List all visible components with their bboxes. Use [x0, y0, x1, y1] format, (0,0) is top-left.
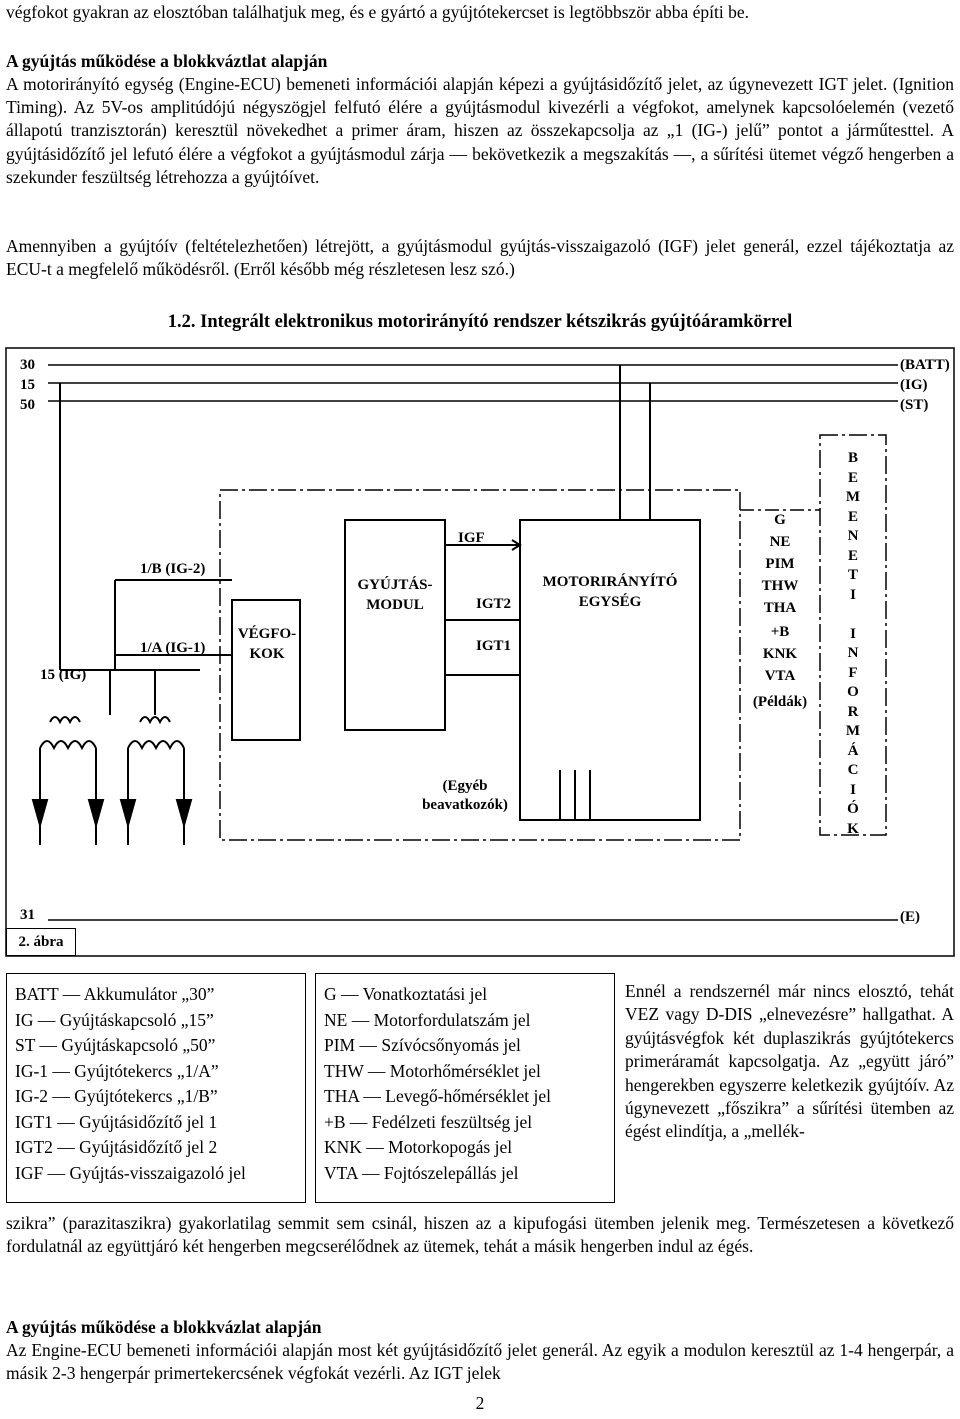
bemeneti-letter-5: E — [847, 547, 858, 564]
egyeb-label-2: beavatkozók) — [422, 797, 508, 813]
signal-7: VTA — [764, 668, 796, 684]
side-text: Ennél a rendszernél már nincs elosztó, t… — [625, 981, 954, 1142]
bemeneti-letter-9: I — [850, 625, 856, 642]
igf-label: IGF — [458, 530, 485, 546]
igt2-label: IGT2 — [476, 596, 512, 612]
section2-paragraph1: Az Engine-ECU bemeneti információi alapj… — [6, 1340, 954, 1384]
bemeneti-letter-18: Ó — [847, 801, 859, 817]
left-top-15: 15 — [20, 377, 35, 393]
peldak-label: (Példák) — [752, 694, 808, 710]
bemeneti-letter-11: F — [848, 664, 858, 681]
legend1-row-3: IG-1 — Gyújtótekercs „1/A” — [15, 1060, 219, 1081]
legend1-row-5: IGT1 — Gyújtásidőzítő jel 1 — [15, 1111, 218, 1132]
bemeneti-letter-0: B — [847, 450, 858, 466]
legend1-row-2: ST — Gyújtáskapcsoló „50” — [15, 1035, 216, 1055]
signal-1: NE — [769, 534, 791, 550]
legend1-row-1: IG — Gyújtáskapcsoló „15” — [15, 1009, 214, 1030]
bemeneti-letter-17: I — [850, 781, 856, 798]
top-line: végfokot gyakran az elosztóban találhatj… — [6, 2, 750, 22]
vegfok-label-1: VÉGFO- — [237, 626, 297, 642]
coil-b-label: 1/B (IG-2) — [140, 561, 206, 577]
bemeneti-letter-10: N — [847, 645, 859, 661]
right-top-batt: (BATT) — [900, 357, 950, 373]
right-top-st: (ST) — [900, 397, 929, 413]
section1-paragraph1: A motorirányító egység (Engine-ECU) beme… — [6, 74, 954, 187]
block-diagram — [5, 347, 955, 957]
egyeb-label-1: (Egyéb — [442, 778, 488, 794]
section2-heading: A gyújtás működése a blokkvázlat alapján — [6, 1317, 322, 1337]
ecu-label-2: EGYSÉG — [578, 594, 642, 610]
vegfok-label-2: KOK — [249, 646, 285, 662]
bottom-right-e: (E) — [900, 909, 920, 925]
legend2-row-2: PIM — Szívócsőnyomás jel — [324, 1035, 521, 1055]
bemeneti-letter-3: E — [847, 508, 858, 525]
bemeneti-letter-13: R — [847, 703, 859, 720]
bemeneti-letter-19: K — [847, 820, 859, 837]
bemeneti-letter-2: M — [845, 489, 861, 505]
signal-2: PIM — [765, 556, 795, 572]
signal-4: THA — [763, 600, 797, 616]
right-top-ig: (IG) — [900, 377, 928, 393]
legend2-row-5: +B — Fedélzeti feszültség jel — [324, 1111, 533, 1132]
bemeneti-letter-7: I — [850, 586, 856, 603]
legend2-row-1: NE — Motorfordulatszám jel — [324, 1009, 531, 1030]
figure-label-text: 2. ábra — [18, 934, 64, 950]
figure-label: 2. ábra — [6, 928, 76, 956]
diagram-title: 1.2. Integrált elektronikus motorirányít… — [167, 312, 793, 332]
left-top-30: 30 — [20, 357, 35, 373]
bemeneti-letter-16: C — [847, 762, 859, 778]
bemeneti-letter-15: Á — [847, 742, 859, 759]
section1-paragraph2: Amennyiben a gyújtóív (feltételezhetően)… — [6, 236, 954, 280]
legend2-row-4: THA — Levegő-hőmérséklet jel — [324, 1086, 551, 1106]
gyujtasmodul-label-2: MODUL — [366, 597, 424, 613]
bottom-left-31: 31 — [20, 907, 35, 923]
left-top-50: 50 — [20, 397, 35, 413]
legend1-row-6: IGT2 — Gyújtásidőzítő jel 2 — [15, 1137, 218, 1157]
legend2-row-7: VTA — Fojtószelepállás jel — [324, 1162, 519, 1183]
legend-box-1: BATT — Akkumulátor „30” IG — Gyújtáskapcs… — [6, 973, 306, 1203]
legend2-row-6: KNK — Motorkopogás jel — [324, 1137, 513, 1157]
bemeneti-letter-6: T — [847, 567, 858, 583]
signal-3: THW — [761, 578, 799, 594]
bemeneti-letter-4: N — [847, 528, 859, 544]
bemeneti-letter-12: O — [847, 684, 859, 700]
page-number: 2 — [475, 1393, 485, 1413]
legend2-row-0: G — Vonatkoztatási jel — [324, 984, 488, 1004]
igt1-label: IGT1 — [476, 638, 512, 654]
legend1-row-0: BATT — Akkumulátor „30” — [15, 984, 215, 1004]
legend2-row-3: THW — Motorhőmérséklet jel — [324, 1060, 541, 1081]
signal-6: KNK — [762, 646, 798, 662]
gyujtasmodul-label-1: GYÚJTÁS- — [357, 577, 433, 593]
signal-5: +B — [770, 624, 790, 640]
legend-box-2: G — Vonatkoztatási jel NE — Motorfordulat… — [315, 973, 615, 1203]
section1-heading: A gyújtás működése a blokkváztlat alapjá… — [6, 51, 328, 71]
diagram: 30 15 50 (BATT) (IG) (ST) 15 (IG) 1/B (I… — [0, 330, 960, 960]
legend1-row-7: IGF — Gyújtás-visszaigazoló jel — [15, 1162, 246, 1183]
signal-0: G — [774, 512, 786, 528]
coil-a-label: 1/A (IG-1) — [140, 640, 206, 656]
ecu-label-1: MOTORIRÁNYÍTÓ — [542, 574, 678, 590]
continued-text: szikra” (parazitaszikra) gyakorlatilag s… — [6, 1213, 954, 1257]
bemeneti-letter-1: E — [847, 469, 858, 486]
legend1-row-4: IG-2 — Gyújtótekercs „1/B” — [15, 1086, 218, 1106]
ig15-label: 15 (IG) — [40, 667, 87, 683]
bemeneti-letter-14: M — [845, 723, 861, 739]
